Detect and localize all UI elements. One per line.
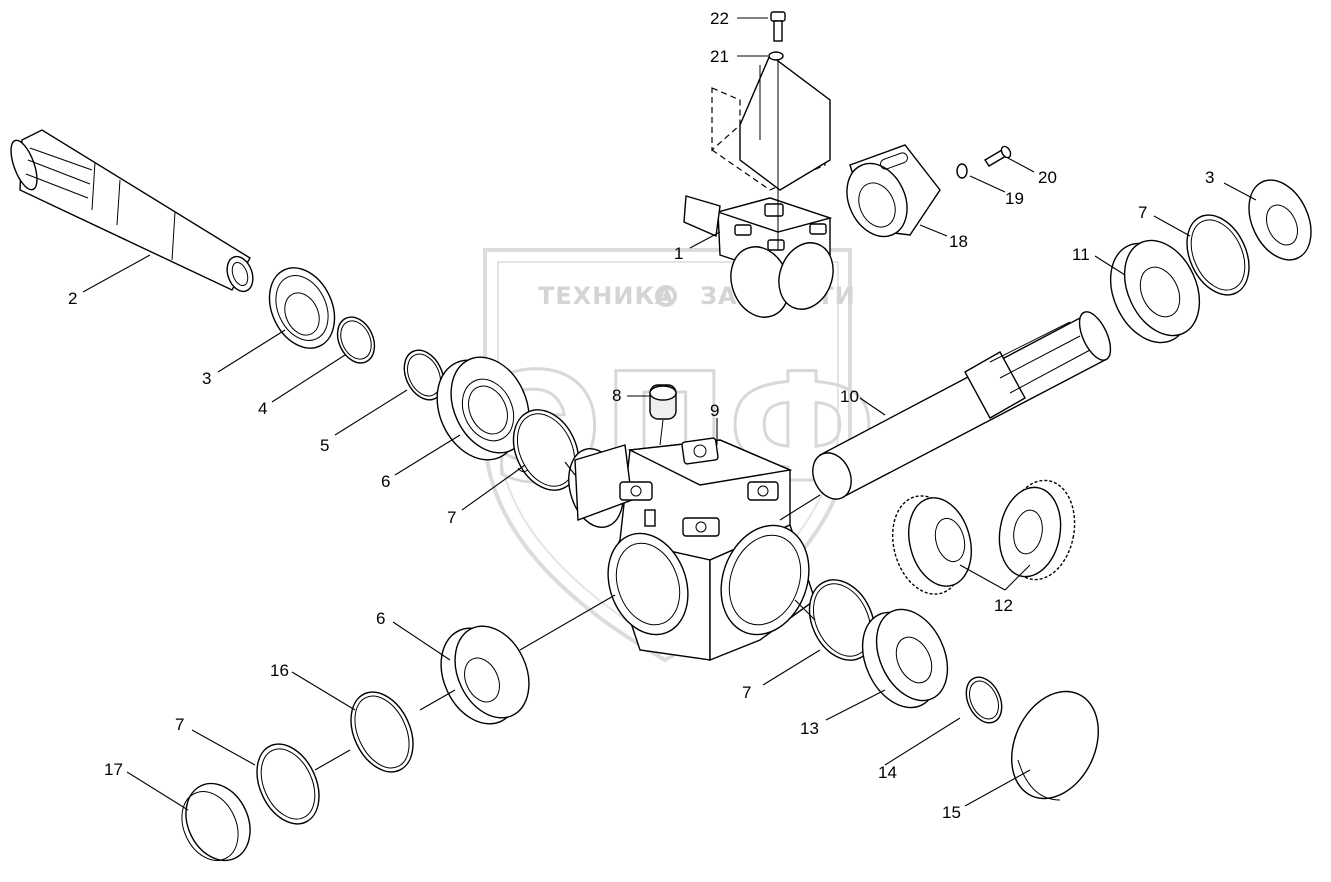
callout-labels: 1 2 3 3 4 5 6 6 7 7 7 7 8 9 10 11 12 13 …	[68, 9, 1214, 822]
part-roller-bearing-upper	[1109, 239, 1201, 344]
part-roller-bearing-lower	[861, 608, 949, 709]
part-snap-ring-top-right	[1186, 214, 1250, 296]
callout-19: 19	[1005, 189, 1024, 208]
callout-8: 8	[612, 386, 621, 405]
callout-12: 12	[994, 596, 1013, 615]
callout-16: 16	[270, 661, 289, 680]
part-bracket-dashed	[711, 53, 831, 191]
callout-14: 14	[878, 763, 897, 782]
callout-6-lower: 6	[376, 609, 385, 628]
part-ball-bearing-lower	[440, 625, 530, 725]
callout-3-right: 3	[1205, 168, 1214, 187]
part-bolt-22	[770, 11, 786, 42]
part-cap-right	[1011, 690, 1099, 801]
callout-11: 11	[1072, 245, 1090, 264]
callout-7-upper-left: 7	[447, 508, 456, 527]
part-snap-ring-small	[336, 316, 376, 364]
part-washer-21	[768, 51, 784, 61]
part-small-gearbox	[683, 195, 834, 318]
part-ring-16	[350, 691, 414, 773]
callout-21: 21	[710, 47, 729, 66]
callout-4: 4	[258, 399, 267, 418]
callout-13: 13	[800, 719, 819, 738]
part-bevel-gears	[892, 479, 1076, 595]
callout-22: 22	[710, 9, 729, 28]
part-washer	[403, 349, 445, 401]
callout-18: 18	[949, 232, 968, 251]
part-seal-ring-right	[1248, 179, 1312, 261]
part-input-shaft	[10, 129, 254, 293]
part-snap-ring-lower-left	[256, 743, 320, 825]
callout-6-upper: 6	[381, 472, 390, 491]
part-breather-plug	[649, 384, 677, 446]
watermark-gear-icon	[655, 285, 677, 307]
part-snap-ring-lower-right	[808, 579, 876, 661]
part-collar-18	[846, 144, 941, 238]
watermark-brand-left: ТЕХНИКА	[538, 282, 675, 310]
callout-17: 17	[104, 760, 123, 779]
part-gearbox-housing	[568, 437, 816, 662]
part-snap-ring-14	[965, 676, 1003, 724]
callout-7-lower-left: 7	[175, 715, 184, 734]
callout-1: 1	[674, 244, 683, 263]
callout-10: 10	[840, 387, 859, 406]
callout-9: 9	[710, 401, 719, 420]
callout-7-top-right: 7	[1138, 203, 1147, 222]
part-output-shaft	[812, 311, 1112, 500]
callout-5: 5	[320, 436, 329, 455]
part-washer-19	[956, 163, 968, 179]
part-snap-ring-upper	[512, 409, 580, 491]
part-cap-left	[181, 782, 251, 862]
leader-lines	[82, 17, 1257, 811]
callout-7-lower-right: 7	[742, 683, 751, 702]
callout-20: 20	[1038, 168, 1057, 187]
part-bolt-20	[984, 145, 1012, 167]
callout-2: 2	[68, 289, 77, 308]
part-ball-bearing-upper	[436, 356, 530, 461]
callout-3-left: 3	[202, 369, 211, 388]
callout-15: 15	[942, 803, 961, 822]
part-seal-ring-left	[268, 267, 336, 349]
